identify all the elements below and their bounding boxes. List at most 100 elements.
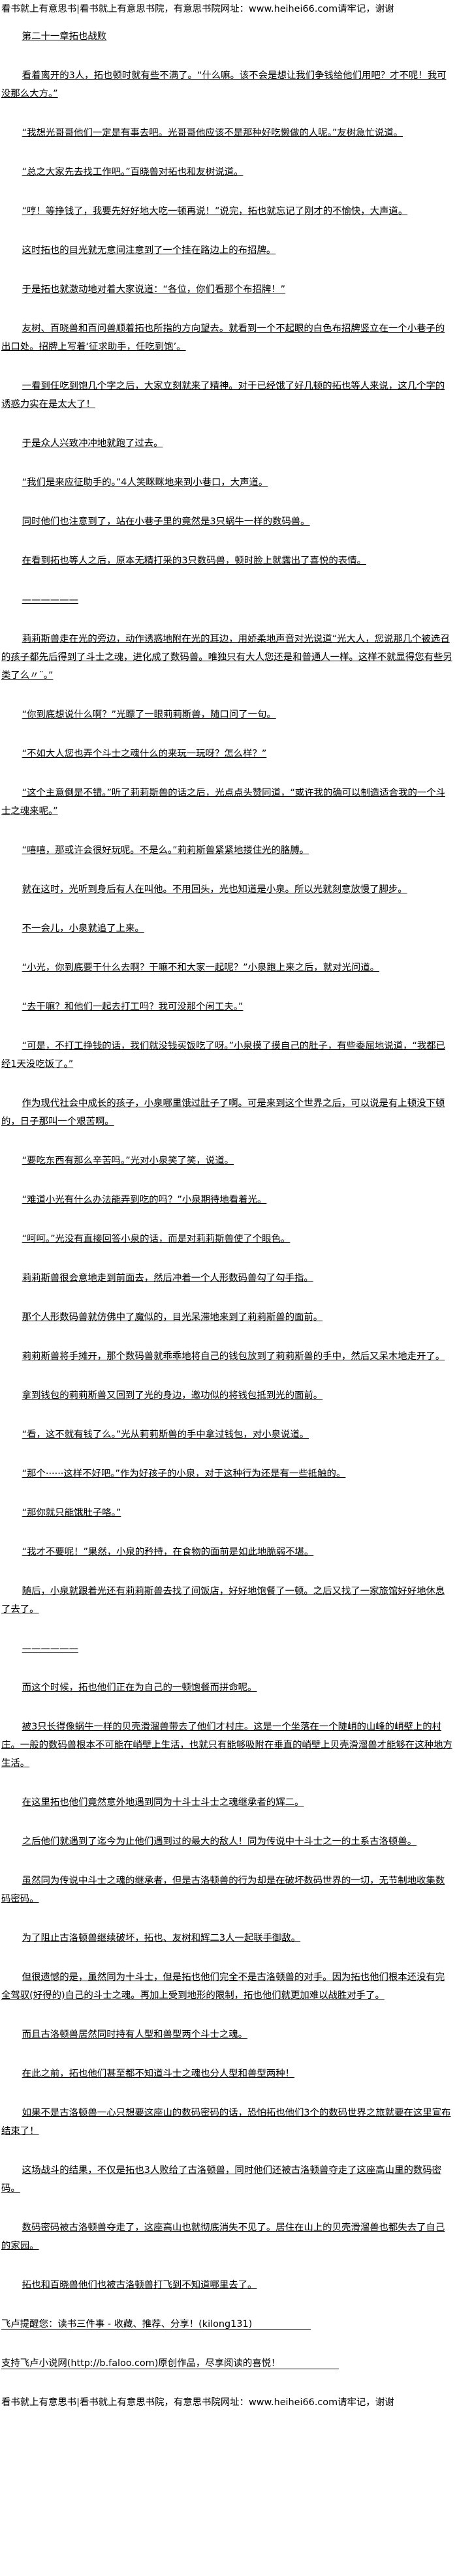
paragraph: 友树、百晓兽和百问兽顺着拓也所指的方向望去。就看到一个不起眼的白色布招牌竖立在一… bbox=[1, 320, 453, 356]
paragraph: “要吃东西有那么辛苦吗。”光对小泉笑了笑，说道。 bbox=[1, 1152, 453, 1170]
paragraph: “不如大人您也弄个斗士之魂什么的来玩一玩呀？怎么样？” bbox=[1, 745, 453, 763]
paragraph-text: 看着离开的3人，拓也顿时就有些不满了。“什么嘛。该不会是想让我们争钱给他们用吧？… bbox=[1, 70, 447, 99]
paragraph-text: 友树、百晓兽和百问兽顺着拓也所指的方向望去。就看到一个不起眼的白色布招牌竖立在一… bbox=[1, 323, 445, 352]
paragraph: 作为现代社会中成长的孩子，小泉哪里饿过肚子了啊。可是来到这个世界之后，可以说是有… bbox=[1, 1094, 453, 1131]
paragraph-text: 之后他们就遇到了迄今为止他们遇到过的最大的敌人！同为传说中十斗士之一的土系古洛顿… bbox=[22, 1836, 417, 1847]
paragraph-text: 在此之前，拓也他们甚至都不知道斗士之魂也分人型和兽型两种！ bbox=[22, 2069, 295, 2079]
paragraph: “那个······这样不好吧。”作为好孩子的小泉，对于这种行为还是有一些抵触的。 bbox=[1, 1465, 453, 1483]
paragraph-text: 同时他们也注意到了，站在小巷子里的竟然是3只蜗牛一样的数码兽。 bbox=[22, 517, 310, 527]
chapter-title-text: 第二十一章拓也战败 bbox=[22, 31, 107, 42]
paragraph-text: 虽然同为传说中斗士之魂的继承者，但是古洛顿兽的行为却是在破坏数码世界的一切，无节… bbox=[1, 1876, 445, 1904]
paragraph-text: 这时拓也的目光就无意间注意到了一个挂在路边上的布招牌。 bbox=[22, 245, 276, 256]
paragraph-text: 随后，小泉就跟着光还有莉莉斯兽去找了间饭店，好好地饱餐了一顿。之后又找了一家旅馆… bbox=[1, 1586, 445, 1615]
paragraph: 这场战斗的结果，不仅是拓也3人败给了古洛顿兽，同时他们还被古洛顿兽夺走了这座高山… bbox=[1, 2161, 453, 2198]
paragraph-text: 为了阻止古洛顿兽继续破坏，拓也、友树和辉二3人一起联手御敌。 bbox=[22, 1933, 301, 1943]
paragraph: 莉莉斯兽走在光的旁边，动作诱惑地附在光的耳边，用娇柔地声音对光说道“光大人，您说… bbox=[1, 630, 453, 685]
paragraph-text: “我才不要呢！”果然，小泉的矜持，在食物的面前是如此地脆弱不堪。 bbox=[22, 1547, 314, 1557]
paragraph-text: 不一会儿，小泉就追了上来。 bbox=[22, 923, 144, 934]
footer-note-text: 支持飞卢小说网(http://b.faloo.com)原创作品，尽享阅读的喜悦！ bbox=[1, 2358, 339, 2369]
paragraph-text: “要吃东西有那么辛苦吗。”光对小泉笑了笑，说道。 bbox=[22, 1156, 234, 1166]
paragraph-text: 而且古洛顿兽居然同时持有人型和兽型两个斗士之魂。 bbox=[22, 2029, 248, 2040]
paragraph: 如果不是古洛顿兽一心只想要这座山的数码密码的话，恐怕拓也他们3个的数码世界之旅就… bbox=[1, 2104, 453, 2140]
paragraph-text: “难道小光有什么办法能弄到吃的吗？”小泉期待地看着光。 bbox=[22, 1195, 267, 1205]
paragraph: “你到底想说什么啊？”光瞟了一眼莉莉斯兽，随口问了一句。 bbox=[1, 706, 453, 724]
paragraph-list: 看着离开的3人，拓也顿时就有些不满了。“什么嘛。该不会是想让我们争钱给他们用吧？… bbox=[1, 67, 453, 2294]
paragraph: “这个主意倒是不错。”听了莉莉斯兽的话之后，光点点头赞同道，“或许我的确可以制造… bbox=[1, 784, 453, 820]
paragraph-text: 莉莉斯兽很会意地走到前面去，然后冲着一个人形数码兽勾了勾手指。 bbox=[22, 1273, 313, 1283]
paragraph: 那个人形数码兽就仿佛中了魔似的，目光呆滞地来到了莉莉斯兽的面前。 bbox=[1, 1308, 453, 1326]
paragraph-text: “小光，你到底要干什么去啊？干嘛不和大家一起呢？”小泉跑上来之后，就对光问道。 bbox=[22, 963, 380, 973]
paragraph: “呵呵。”光没有直接回答小泉的话，而是对莉莉斯兽使了个眼色。 bbox=[1, 1230, 453, 1248]
paragraph-text: 在看到拓也等人之后，原本无精打采的3只数码兽，顿时脸上就露出了喜悦的表情。 bbox=[22, 556, 366, 566]
paragraph: “哼！等挣钱了，我要先好好地大吃一顿再说！”说完，拓也就忘记了刚才的不愉快，大声… bbox=[1, 202, 453, 220]
paragraph-text: 拿到钱包的莉莉斯兽又回到了光的身边，邀功似的将钱包抵到光的面前。 bbox=[22, 1390, 323, 1401]
paragraph-text: “嘻嘻，那或许会很好玩呢。不是么。”莉莉斯兽紧紧地搂住光的胳膊。 bbox=[22, 845, 309, 856]
paragraph-text: “我想光哥哥他们一定是有事去吧。光哥哥他应该不是那种好吃懒做的人呢。”友树急忙说… bbox=[22, 128, 403, 138]
paragraph: “我们是来应征助手的。”4人笑眯眯地来到小巷口，大声道。 bbox=[1, 473, 453, 492]
paragraph-text: 数码密码被古洛顿兽夺走了，这座高山也就彻底消失不见了。居住在山上的贝壳滑溜兽也都… bbox=[1, 2223, 445, 2251]
paragraph-text: 就在这时，光听到身后有人在叫他。不用回头，光也知道是小泉。所以光就刻意放慢了脚步… bbox=[22, 884, 407, 895]
paragraph-text: “去干嘛？和他们一起去打工吗？我可没那个闲工夫。” bbox=[22, 1002, 244, 1012]
paragraph: 莉莉斯兽很会意地走到前面去，然后冲着一个人形数码兽勾了勾手指。 bbox=[1, 1269, 453, 1287]
divider bbox=[0, 18, 457, 25]
paragraph: —————— bbox=[1, 1640, 453, 1658]
paragraph-text: —————— bbox=[22, 1643, 79, 1654]
paragraph: “看，这不就有钱了么。”光从莉莉斯兽的手中拿过钱包，对小泉说道。 bbox=[1, 1426, 453, 1444]
paragraph: “小光，你到底要干什么去啊？干嘛不和大家一起呢？”小泉跑上来之后，就对光问道。 bbox=[1, 959, 453, 977]
paragraph-text: “哼！等挣钱了，我要先好好地大吃一顿再说！”说完，拓也就忘记了刚才的不愉快，大声… bbox=[22, 206, 408, 217]
paragraph: 这时拓也的目光就无意间注意到了一个挂在路边上的布招牌。 bbox=[1, 241, 453, 260]
paragraph: 在看到拓也等人之后，原本无精打采的3只数码兽，顿时脸上就露出了喜悦的表情。 bbox=[1, 552, 453, 570]
paragraph: 而这个时候，拓也他们正在为自己的一顿饱餐而拼命呢。 bbox=[1, 1679, 453, 1697]
paragraph: 看着离开的3人，拓也顿时就有些不满了。“什么嘛。该不会是想让我们争钱给他们用吧？… bbox=[1, 67, 453, 103]
paragraph-text: “总之大家先去找工作吧。”百晓兽对拓也和友树说道。 bbox=[22, 167, 244, 177]
paragraph-text: “那你就只能饿肚子咯。” bbox=[22, 1508, 121, 1518]
paragraph-text: “我们是来应征助手的。”4人笑眯眯地来到小巷口，大声道。 bbox=[22, 477, 268, 488]
paragraph-text: “那个······这样不好吧。”作为好孩子的小泉，对于这种行为还是有一些抵触的。 bbox=[22, 1469, 346, 1479]
paragraph-text: 这场战斗的结果，不仅是拓也3人败给了古洛顿兽，同时他们还被古洛顿兽夺走了这座高山… bbox=[1, 2165, 442, 2194]
chapter-title: 第二十一章拓也战败 bbox=[1, 27, 453, 46]
paragraph: 随后，小泉就跟着光还有莉莉斯兽去找了间饭店，好好地饱餐了一顿。之后又找了一家旅馆… bbox=[1, 1582, 453, 1619]
paragraph-text: 莉莉斯兽将手摊开，那个数码兽就乖乖地将自己的钱包放到了莉莉斯兽的手中，然后又呆木… bbox=[22, 1351, 445, 1362]
paragraph-text: 而这个时候，拓也他们正在为自己的一顿饱餐而拼命呢。 bbox=[22, 1683, 257, 1693]
paragraph: “我才不要呢！”果然，小泉的矜持，在食物的面前是如此地脆弱不堪。 bbox=[1, 1543, 453, 1561]
paragraph-text: 一看到任吃到饱几个字之后，大家立刻就来了精神。对于已经饿了好几顿的拓也等人来说，… bbox=[1, 381, 445, 410]
paragraph-text: 莉莉斯兽走在光的旁边，动作诱惑地附在光的耳边，用娇柔地声音对光说道“光大人，您说… bbox=[1, 634, 452, 681]
paragraph: 拿到钱包的莉莉斯兽又回到了光的身边，邀功似的将钱包抵到光的面前。 bbox=[1, 1386, 453, 1405]
paragraph: “嘻嘻，那或许会很好玩呢。不是么。”莉莉斯兽紧紧地搂住光的胳膊。 bbox=[1, 841, 453, 860]
paragraph: 莉莉斯兽将手摊开，那个数码兽就乖乖地将自己的钱包放到了莉莉斯兽的手中，然后又呆木… bbox=[1, 1347, 453, 1366]
paragraph: 被3只长得像蜗牛一样的贝壳滑溜兽带去了他们才村庄。这是一个坐落在一个陡峭的山峰的… bbox=[1, 1718, 453, 1773]
paragraph: 虽然同为传说中斗士之魂的继承者，但是古洛顿兽的行为却是在破坏数码世界的一切，无节… bbox=[1, 1872, 453, 1908]
paragraph: 数码密码被古洛顿兽夺走了，这座高山也就彻底消失不见了。居住在山上的贝壳滑溜兽也都… bbox=[1, 2219, 453, 2255]
site-header-banner: 看书就上有意思书|看书就上有意思书院，有意思书院网址：www.heihei66.… bbox=[1, 4, 394, 14]
paragraph-text: 被3只长得像蜗牛一样的贝壳滑溜兽带去了他们才村庄。这是一个坐落在一个陡峭的山峰的… bbox=[1, 1722, 452, 1769]
paragraph-text: 于是众人兴致冲冲地就跑了过去。 bbox=[22, 438, 163, 449]
footer-note-text: 飞卢提醒您：读书三件事 - 收藏、推荐、分享！(kilong131) bbox=[1, 2319, 311, 2330]
site-footer-banner: 看书就上有意思书|看书就上有意思书院，有意思书院网址：www.heihei66.… bbox=[1, 2397, 394, 2408]
paragraph: 同时他们也注意到了，站在小巷子里的竟然是3只蜗牛一样的数码兽。 bbox=[1, 513, 453, 531]
paragraph: “我想光哥哥他们一定是有事去吧。光哥哥他应该不是那种好吃懒做的人呢。”友树急忙说… bbox=[1, 124, 453, 142]
paragraph: 于是拓也就激动地对着大家说道：“各位，你们看那个布招牌！” bbox=[1, 280, 453, 299]
paragraph: 之后他们就遇到了迄今为止他们遇到过的最大的敌人！同为传说中十斗士之一的土系古洛顿… bbox=[1, 1833, 453, 1851]
footer-notes: 飞卢提醒您：读书三件事 - 收藏、推荐、分享！(kilong131) 支持飞卢小说… bbox=[1, 2315, 453, 2373]
paragraph: 为了阻止古洛顿兽继续破坏，拓也、友树和辉二3人一起联手御敌。 bbox=[1, 1929, 453, 1947]
footer-note: 飞卢提醒您：读书三件事 - 收藏、推荐、分享！(kilong131) bbox=[1, 2315, 453, 2333]
paragraph-text: 那个人形数码兽就仿佛中了魔似的，目光呆滞地来到了莉莉斯兽的面前。 bbox=[22, 1312, 323, 1323]
paragraph: “去干嘛？和他们一起去打工吗？我可没那个闲工夫。” bbox=[1, 998, 453, 1016]
paragraph-text: 于是拓也就激动地对着大家说道：“各位，你们看那个布招牌！” bbox=[22, 284, 286, 295]
paragraph: 不一会儿，小泉就追了上来。 bbox=[1, 920, 453, 938]
paragraph-text: 作为现代社会中成长的孩子，小泉哪里饿过肚子了啊。可是来到这个世界之后，可以说是有… bbox=[1, 1098, 445, 1127]
paragraph-text: 在这里拓也他们竟然意外地遇到同为十斗士斗士之魂继承者的辉二。 bbox=[22, 1797, 304, 1808]
paragraph-text: “可是，不打工挣钱的话，我们就没钱买饭吃了呀。”小泉摸了摸自己的肚子，有些委屈地… bbox=[1, 1041, 446, 1070]
paragraph-text: “这个主意倒是不错。”听了莉莉斯兽的话之后，光点点头赞同道，“或许我的确可以制造… bbox=[1, 788, 446, 816]
paragraph: “那你就只能饿肚子咯。” bbox=[1, 1504, 453, 1522]
paragraph: 在此之前，拓也他们甚至都不知道斗士之魂也分人型和兽型两种！ bbox=[1, 2065, 453, 2083]
paragraph: “难道小光有什么办法能弄到吃的吗？”小泉期待地看着光。 bbox=[1, 1191, 453, 1209]
paragraph: 就在这时，光听到身后有人在叫他。不用回头，光也知道是小泉。所以光就刻意放慢了脚步… bbox=[1, 880, 453, 899]
paragraph-text: “看，这不就有钱了么。”光从莉莉斯兽的手中拿过钱包，对小泉说道。 bbox=[22, 1430, 309, 1440]
paragraph: “总之大家先去找工作吧。”百晓兽对拓也和友树说道。 bbox=[1, 163, 453, 181]
footer-note: 支持飞卢小说网(http://b.faloo.com)原创作品，尽享阅读的喜悦！ bbox=[1, 2354, 453, 2373]
paragraph-text: 但很遗憾的是，虽然同为十斗士，但是拓也他们完全不是古洛顿兽的对手。因为拓也他们根… bbox=[1, 1972, 445, 2001]
paragraph: —————— bbox=[1, 591, 453, 609]
paragraph: 于是众人兴致冲冲地就跑了过去。 bbox=[1, 434, 453, 453]
paragraph-text: “呵呵。”光没有直接回答小泉的话，而是对莉莉斯兽使了个眼色。 bbox=[22, 1234, 291, 1244]
